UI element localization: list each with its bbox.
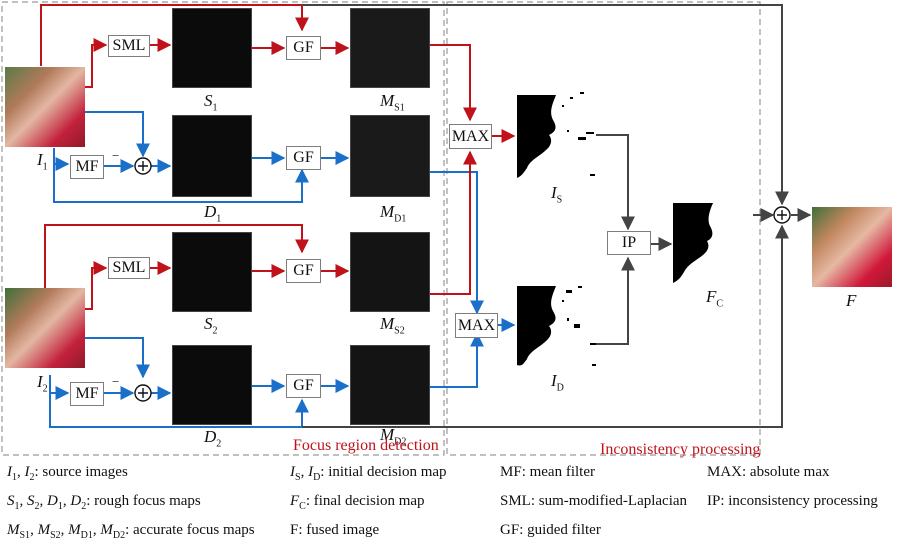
- wire-i1-plus: [84, 111, 150, 158]
- label-md2: MD2: [380, 425, 407, 448]
- label-d1: D1: [204, 202, 222, 225]
- label-i1: I1: [37, 150, 48, 173]
- label-is: IS: [551, 183, 563, 206]
- label-d2: D2: [204, 427, 222, 450]
- wire-i2-bottom-blue: [49, 375, 309, 428]
- wire-ms1-max: [430, 44, 477, 122]
- focus-map-d1: [172, 115, 252, 197]
- gf-box-s2: GF: [286, 259, 321, 283]
- mf-box-1: MF: [70, 155, 104, 179]
- wire-ms2-maxs: [430, 150, 477, 295]
- wire-id-ip: [596, 256, 635, 345]
- gf-box-d1: GF: [286, 146, 321, 170]
- focus-map-s2: [172, 232, 252, 312]
- legend-item: S1, S2, D1, D2: rough focus maps: [7, 493, 201, 512]
- decision-map-id: [517, 286, 596, 366]
- legend: I1, I2: source images S1, S2, D1, D2: ro…: [0, 458, 900, 542]
- fusion-sum-node: [773, 206, 791, 224]
- mf-box-2: MF: [70, 382, 104, 406]
- wire-i2-plus: [84, 337, 150, 379]
- region-title-inconsistency: Inconsistency processing: [600, 441, 761, 458]
- adder-node-2: [134, 384, 152, 402]
- label-s2: S2: [204, 314, 218, 337]
- connection-layer: [1, 1, 812, 456]
- legend-item: MS1, MS2, MD1, MD2: accurate focus maps: [7, 522, 255, 541]
- focus-map-d2: [172, 345, 252, 425]
- sml-box-2: SML: [108, 257, 150, 279]
- focus-region-border: [1, 1, 445, 456]
- wire-i1-top-black: [302, 4, 789, 206]
- legend-item: MAX: absolute max: [707, 464, 830, 480]
- label-i2: I2: [37, 372, 48, 395]
- sml-box-1: SML: [108, 35, 150, 57]
- wire-i2-top-red: [44, 224, 309, 288]
- legend-item: SML: sum-modified-Laplacian: [500, 493, 688, 509]
- legend-item: MF: mean filter: [500, 464, 595, 480]
- max-box-d: MAX: [455, 313, 498, 338]
- wire-i2-sml: [84, 261, 108, 310]
- minus-sign-2: −: [112, 374, 120, 389]
- decision-map-fc: [673, 203, 713, 283]
- fused-image-f: [812, 207, 892, 287]
- gf-box-s1: GF: [286, 36, 321, 60]
- legend-item: GF: guided filter: [500, 522, 601, 538]
- focus-map-md2: [350, 345, 430, 425]
- label-id: ID: [551, 371, 564, 394]
- focus-map-ms2: [350, 232, 430, 312]
- wire-md2-maxd: [430, 332, 484, 388]
- legend-item: I1, I2: source images: [7, 464, 128, 483]
- max-box-s: MAX: [449, 124, 492, 149]
- label-ms2: MS2: [380, 314, 405, 337]
- region-title-focus: Focus region detection: [293, 437, 439, 454]
- decision-map-is: [517, 92, 595, 178]
- legend-item: F: fused image: [290, 522, 380, 538]
- legend-item: IS, ID: initial decision map: [290, 464, 447, 483]
- wire-is-ip: [596, 134, 635, 231]
- legend-item: FC: final decision map: [290, 493, 425, 512]
- wire-i1-bottom-gf: [53, 148, 309, 203]
- label-s1: S1: [204, 91, 218, 114]
- gf-box-d2: GF: [286, 374, 321, 398]
- label-f: F: [846, 291, 857, 310]
- adder-node-1: [134, 157, 152, 175]
- wire-i1-sml: [84, 38, 108, 88]
- legend-item: IP: inconsistency processing: [707, 493, 878, 509]
- source-image-i2: [5, 288, 85, 368]
- wire-md1-maxd: [430, 171, 484, 315]
- focus-map-md1: [350, 115, 430, 197]
- label-md1: MD1: [380, 202, 407, 225]
- fusion-diagram: SML SML MF MF GF GF GF GF MAX MAX IP − −…: [1, 1, 892, 458]
- wire-i1-top-red: [40, 4, 309, 66]
- inconsistency-region-border: [446, 1, 761, 456]
- ip-box: IP: [607, 231, 651, 255]
- focus-map-s1: [172, 8, 252, 88]
- label-fc: FC: [706, 287, 724, 310]
- focus-map-ms1: [350, 8, 430, 88]
- label-ms1: MS1: [380, 91, 405, 114]
- source-image-i1: [5, 67, 85, 147]
- wire-i2-bottom-black: [302, 224, 789, 428]
- minus-sign-1: −: [112, 148, 120, 163]
